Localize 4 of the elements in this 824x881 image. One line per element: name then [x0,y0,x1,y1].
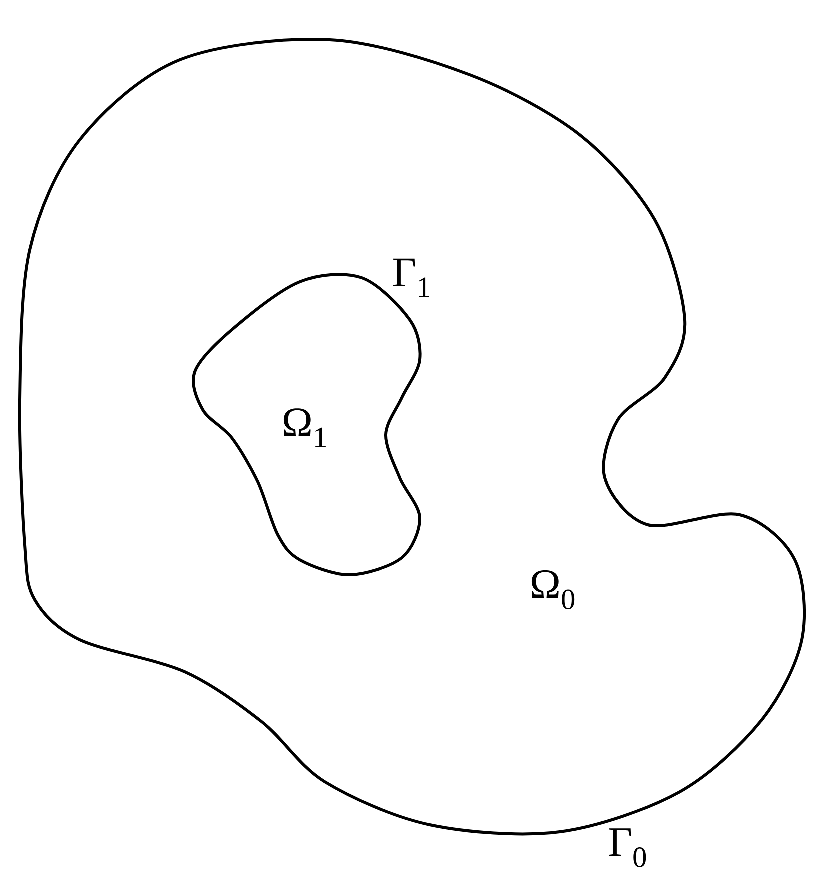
region-label: Ω$_{1}$ [284,408,326,448]
boundary-label: Γ$_{0}$ [609,828,646,868]
region-label: Ω$_{0}$ [532,570,575,610]
boundary-label: Γ$_{1}$ [393,258,430,298]
